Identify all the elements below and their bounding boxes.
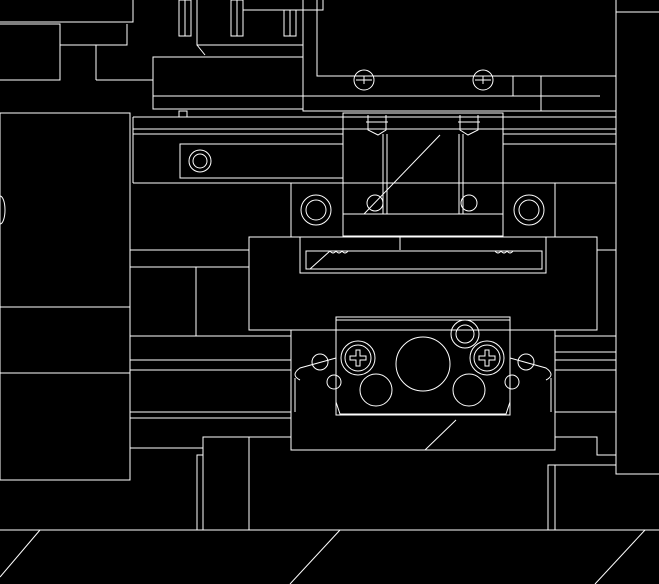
lower-rail-block <box>249 237 597 330</box>
guide-rails <box>133 117 616 183</box>
screw-head-left-icon <box>354 70 374 90</box>
phillips-screw-left-icon <box>341 341 375 375</box>
screw-head-right-icon <box>473 70 493 90</box>
left-mid-frame <box>130 250 616 448</box>
top-left-frame <box>0 0 153 80</box>
lower-base <box>0 437 659 584</box>
bolt-hole-mid-left-icon <box>301 195 331 225</box>
central-slide-block <box>343 113 503 236</box>
right-column <box>600 0 659 474</box>
top-rods <box>179 0 323 55</box>
phillips-screw-right-icon <box>470 341 504 375</box>
left-tall-block <box>0 113 130 480</box>
upper-right-housing <box>303 0 616 111</box>
mid-bolt-plate <box>291 183 555 237</box>
bearing-housing <box>291 317 555 450</box>
upper-carriage-plate <box>153 57 320 117</box>
bolt-hole-left-icon <box>189 150 211 172</box>
bolt-hole-mid-right-icon <box>514 195 544 225</box>
center-bore-icon <box>396 337 450 391</box>
